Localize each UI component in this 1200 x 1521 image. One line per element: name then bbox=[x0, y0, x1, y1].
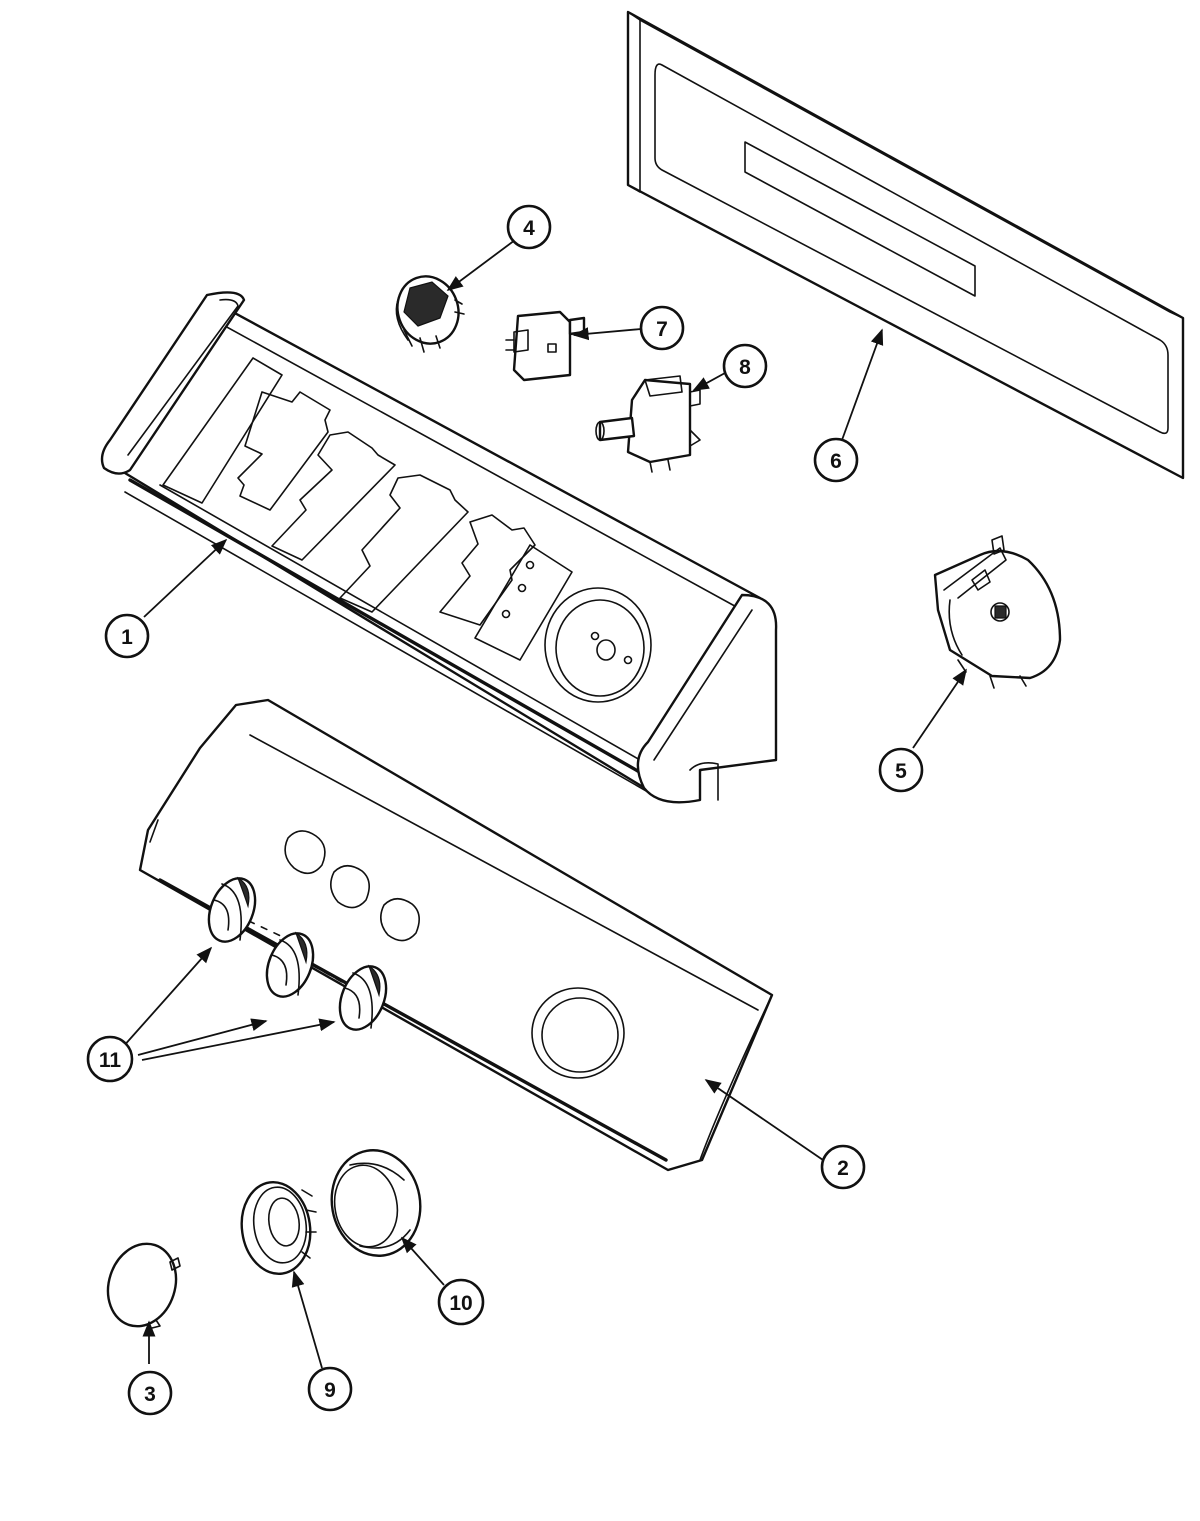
timer-part-5 bbox=[933, 535, 1062, 689]
console-housing-part-1 bbox=[100, 291, 778, 804]
callout-11: 11 bbox=[86, 1035, 134, 1083]
callout-5-label: 5 bbox=[895, 760, 907, 783]
callout-2-label: 2 bbox=[837, 1157, 849, 1180]
callout-8: 8 bbox=[722, 343, 768, 389]
callout-1: 1 bbox=[104, 613, 150, 659]
callout-5: 5 bbox=[878, 747, 924, 793]
callout-1-label: 1 bbox=[121, 626, 133, 649]
callout-8-label: 8 bbox=[739, 356, 751, 379]
callout-4-label: 4 bbox=[523, 217, 535, 240]
cap-part-3 bbox=[106, 1242, 181, 1329]
callout-7: 7 bbox=[639, 305, 685, 351]
callout-9: 9 bbox=[307, 1366, 353, 1412]
callout-3: 3 bbox=[127, 1370, 173, 1416]
callout-7-label: 7 bbox=[656, 318, 668, 341]
knob-icon bbox=[265, 931, 315, 998]
callout-10: 10 bbox=[437, 1278, 485, 1326]
knob-icon bbox=[207, 876, 257, 943]
callout-4: 4 bbox=[506, 204, 552, 250]
callout-2: 2 bbox=[820, 1144, 866, 1190]
knobs-part-11 bbox=[207, 876, 388, 1031]
callout-11-label: 11 bbox=[99, 1049, 122, 1072]
callout-10-label: 10 bbox=[449, 1292, 472, 1315]
timer-knob-part-10 bbox=[330, 1149, 422, 1257]
back-panel-part-6 bbox=[626, 10, 1185, 480]
callout-9-label: 9 bbox=[324, 1379, 336, 1402]
callout-6: 6 bbox=[813, 437, 859, 483]
knob-icon bbox=[338, 964, 388, 1031]
leader-lines bbox=[121, 239, 967, 1369]
rotary-switch-part-8 bbox=[595, 375, 701, 473]
timer-dial-part-9 bbox=[240, 1181, 317, 1275]
selector-switch-part-4 bbox=[395, 275, 465, 353]
control-panel-part-2 bbox=[138, 698, 774, 1172]
switch-part-7 bbox=[505, 310, 586, 382]
callout-6-label: 6 bbox=[830, 450, 842, 473]
callout-3-label: 3 bbox=[144, 1383, 156, 1406]
